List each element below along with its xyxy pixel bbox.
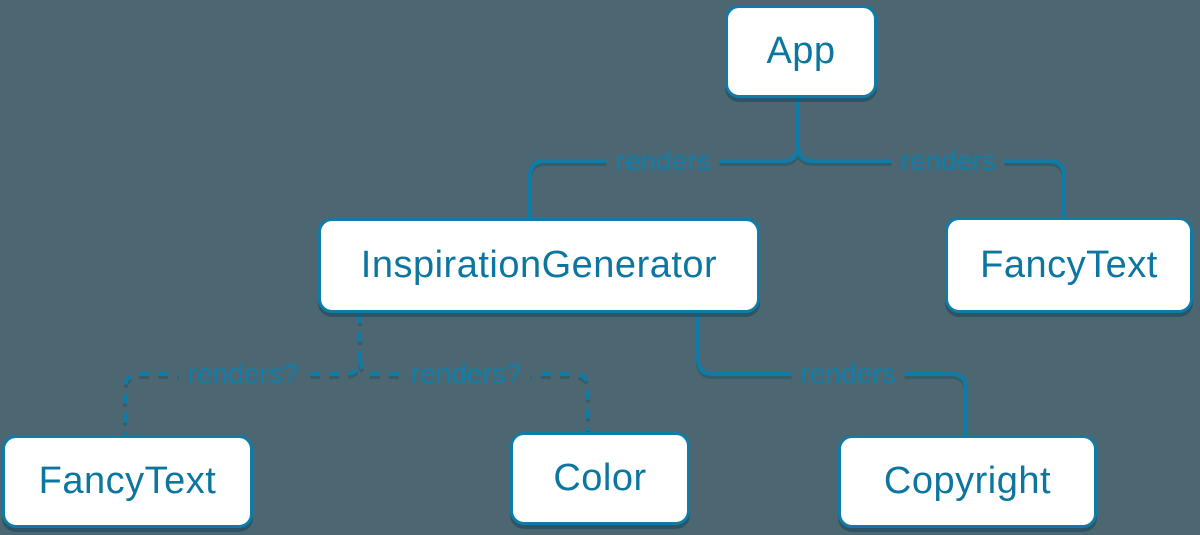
- node-inspiration-generator-label: InspirationGenerator: [360, 244, 718, 286]
- edge-inspiration-generator-to-color: [358, 358, 590, 431]
- node-color-label: Color: [553, 457, 647, 499]
- node-app-label: App: [766, 30, 836, 72]
- edge-label-inspiration-generator-renders-copyright: renders: [791, 358, 905, 390]
- node-copyright-label: Copyright: [883, 460, 1052, 502]
- node-app: App: [725, 5, 877, 98]
- node-fancy-text-top: FancyText: [945, 217, 1193, 313]
- node-fancy-text-bottom: FancyText: [2, 435, 253, 528]
- edge-label-app-renders-fancy-text: renders: [891, 145, 1005, 177]
- edge-label-inspiration-generator-renders-fancy-text: renders?: [178, 358, 308, 390]
- node-fancy-text-bottom-label: FancyText: [38, 460, 217, 502]
- edge-label-inspiration-generator-renders-color: renders?: [401, 358, 531, 390]
- edge-app-to-fancy-text: [796, 145, 1066, 217]
- node-inspiration-generator: InspirationGenerator: [318, 218, 760, 313]
- node-color: Color: [510, 432, 690, 525]
- node-copyright: Copyright: [838, 435, 1097, 528]
- node-fancy-text-top-label: FancyText: [980, 243, 1158, 286]
- edge-label-app-renders-inspiration-generator: renders: [606, 145, 720, 177]
